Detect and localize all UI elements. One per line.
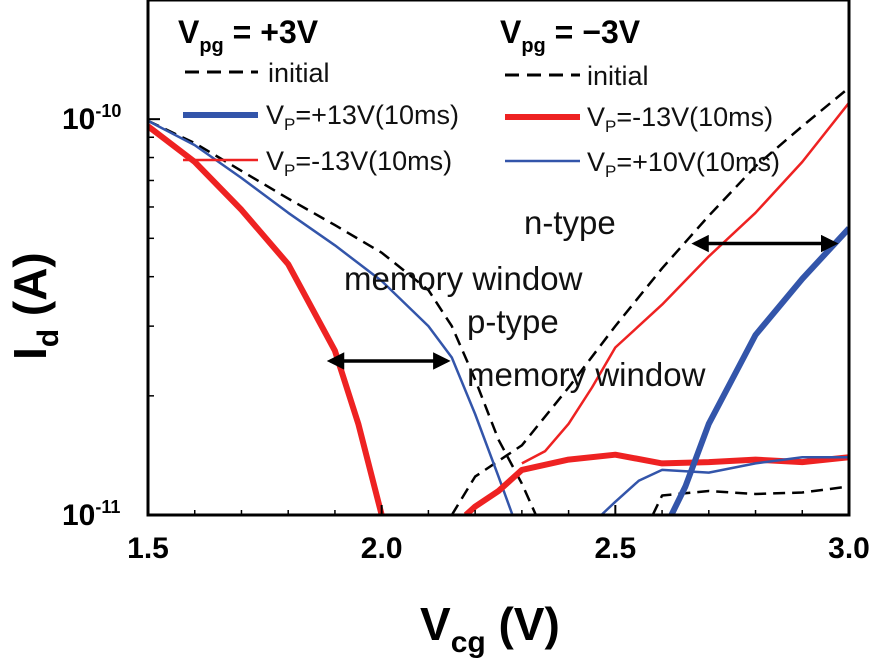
legend-2-entry-2-label: VP=+10V(10ms) — [587, 147, 780, 181]
series-layer — [148, 86, 849, 515]
series-line-1 — [148, 119, 538, 515]
tick-layer: 1.5 2.0 2.5 3.0 10-10 10-11 — [62, 0, 870, 565]
series-line-8 — [668, 226, 849, 515]
legend-group-2: Vpg = −3V initial VP=-13V(10ms) VP=+10V(… — [500, 14, 780, 181]
y-axis-label: Id (A) — [4, 252, 65, 360]
legend-1-entry-2-label: VP=-13V(10ms) — [266, 146, 452, 180]
x-tick-label: 3.0 — [828, 532, 870, 565]
series-line-2 — [450, 86, 849, 515]
legend-2-initial-label: initial — [587, 61, 649, 91]
x-tick-label: 2.0 — [361, 532, 403, 565]
x-axis-label: Vcg (V) — [420, 598, 560, 659]
annotation-n-type: n-type — [524, 204, 616, 241]
x-tick-label: 2.5 — [594, 532, 636, 565]
legend-group-1: Vpg = +3V initial VP=+13V(10ms) VP=-13V(… — [178, 14, 459, 180]
legend-2-title: Vpg = −3V — [500, 14, 641, 57]
series-line-9 — [600, 455, 849, 515]
series-line-7 — [521, 102, 849, 465]
legend-2-entry-1-label: VP=-13V(10ms) — [587, 102, 773, 136]
y-tick-label: 10-11 — [62, 497, 120, 532]
annotation-p-type: p-type — [467, 303, 559, 340]
legend-1-title: Vpg = +3V — [178, 14, 319, 57]
plot-frame — [146, 0, 851, 517]
legend-1-entry-1-label: VP=+13V(10ms) — [266, 100, 459, 134]
arrow-layer — [326, 234, 839, 370]
annotation-memory-window-1: memory window — [344, 260, 583, 297]
series-line-4 — [148, 119, 514, 515]
y-tick-label: 10-10 — [62, 101, 121, 136]
legend-1-initial-label: initial — [268, 58, 330, 88]
x-tick-label: 1.5 — [127, 532, 169, 565]
annotation-memory-window-2: memory window — [467, 356, 706, 393]
series-line-5 — [148, 123, 385, 515]
